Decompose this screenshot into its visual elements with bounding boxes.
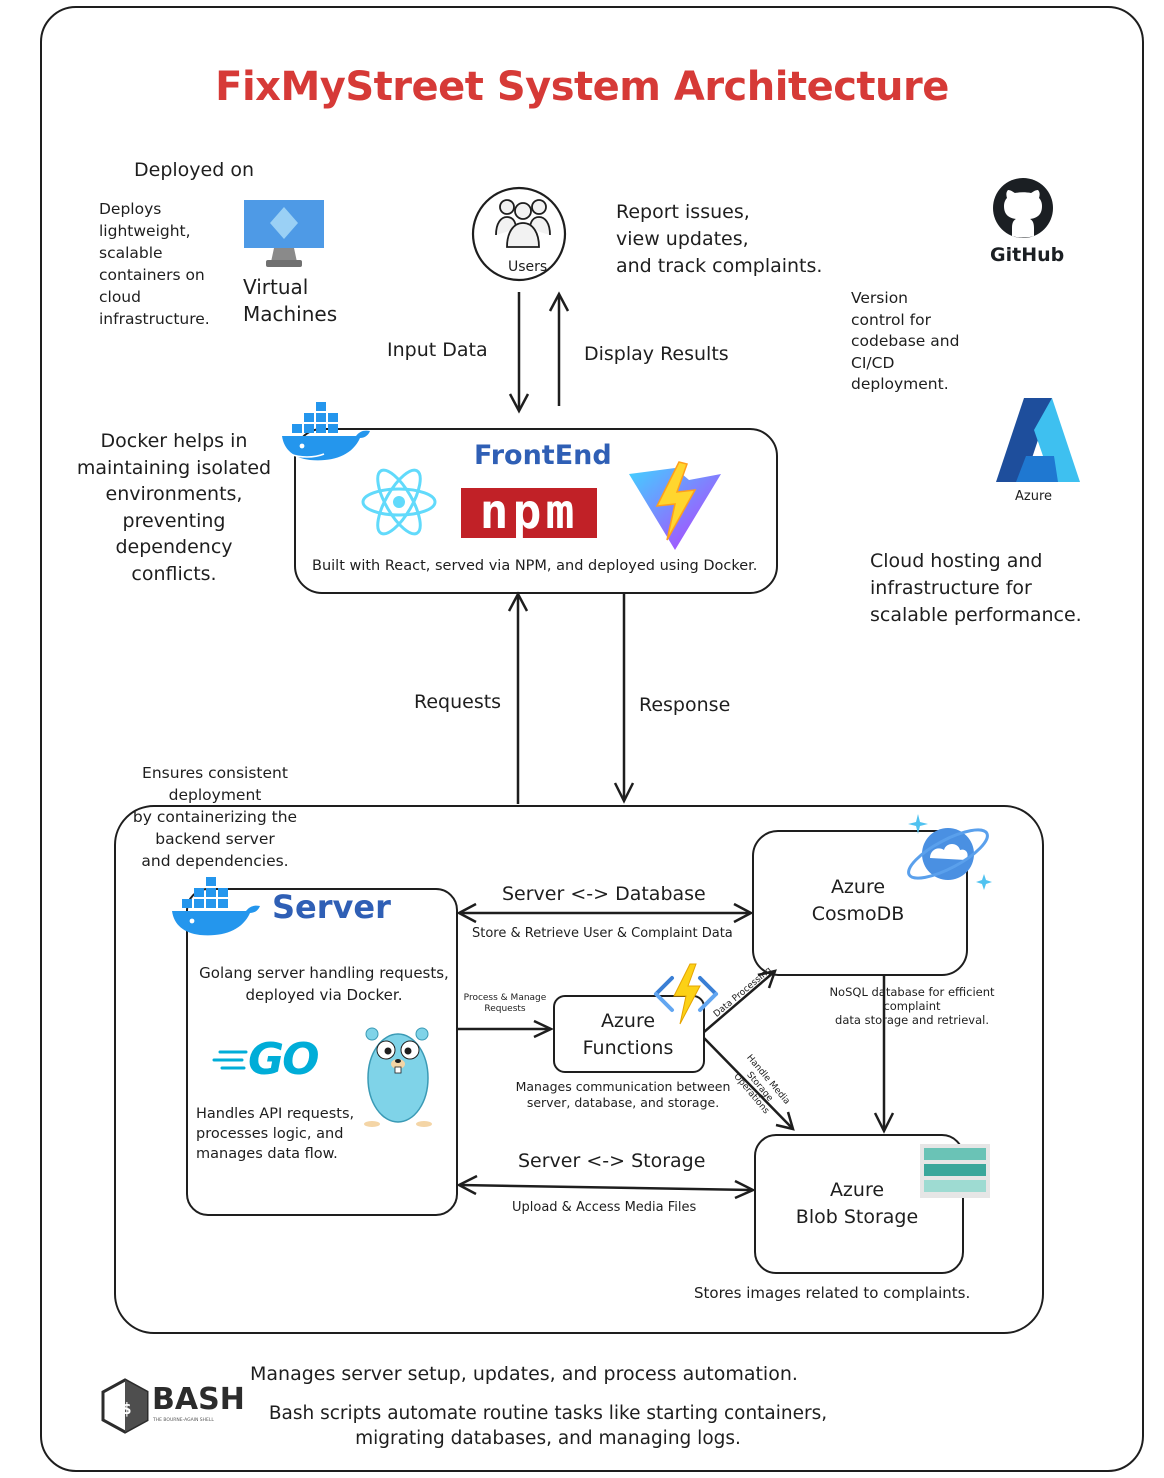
azure-logo-icon (996, 398, 1080, 482)
go-speed-lines-icon (212, 1050, 248, 1070)
blob-title: Azure Blob Storage (795, 1179, 919, 1228)
virtual-machine-icon (244, 200, 324, 267)
blob-box (754, 1134, 964, 1274)
users-label: Users (508, 259, 548, 275)
gopher-icon (364, 1027, 432, 1127)
display-results-label: Display Results (584, 343, 729, 365)
server-api-description: Handles API requests, processes logic, a… (196, 1106, 355, 1162)
docker-icon (282, 402, 370, 461)
frontend-caption: Built with React, served via NPM, and de… (312, 558, 758, 574)
input-data-label: Input Data (387, 339, 488, 361)
react-icon (361, 468, 437, 536)
server-storage-arrow (456, 1174, 756, 1200)
functions-box (553, 995, 705, 1073)
go-logo: GO (212, 1034, 326, 1085)
bash-logo: $ BASH THE BOURNE-AGAIN SHELL (100, 1378, 245, 1434)
page-title: FixMyStreet System Architecture (215, 64, 949, 110)
blob-description: Stores images related to complaints. (694, 1284, 971, 1302)
go-logo-text: GO (248, 1034, 320, 1085)
bash-logo-subtext: THE BOURNE-AGAIN SHELL (153, 1418, 214, 1423)
cosmos-description: NoSQL database for efficient complaint d… (829, 985, 995, 1027)
functions-description: Manages communication between server, da… (515, 1079, 731, 1110)
server-db-sublabel: Store & Retrieve User & Complaint Data (472, 926, 733, 941)
server-functions-arrow (458, 1019, 554, 1039)
response-arrow (613, 594, 635, 804)
frontend-box (294, 428, 778, 594)
server-db-label: Server <-> Database (502, 883, 706, 905)
functions-blob-arrow (703, 1037, 795, 1131)
azure-note: Cloud hosting and infrastructure for sca… (870, 550, 1082, 626)
server-storage-label: Server <-> Storage (518, 1150, 706, 1172)
server-docker-icon (172, 877, 260, 936)
backend-note: Ensures consistent deployment by contain… (132, 764, 298, 870)
server-title: Server (272, 888, 391, 926)
users-icon (495, 199, 551, 248)
cosmos-db-icon (907, 814, 992, 890)
deploy-description: Deploys lightweight, scalable containers… (99, 200, 210, 328)
frontend-title: FrontEnd (474, 440, 612, 471)
input-data-arrow (508, 292, 530, 414)
vite-icon (629, 461, 721, 550)
svg-text:$: $ (122, 1399, 132, 1418)
display-results-arrow (548, 291, 570, 406)
functions-title: Azure Functions (582, 1010, 674, 1059)
bash-logo-text: BASH (152, 1382, 245, 1417)
vm-label: Virtual Machines (243, 275, 338, 326)
github-icon (993, 178, 1053, 238)
cosmos-box (752, 830, 968, 976)
backend-box (114, 805, 1044, 1334)
server-box (186, 888, 458, 1216)
users-note: Report issues, view updates, and track c… (616, 201, 823, 277)
cosmos-title: Azure CosmoDB (811, 876, 905, 925)
server-db-arrow (456, 902, 754, 924)
npm-logo: npm (461, 484, 597, 540)
github-logo-text: GitHub (990, 244, 1065, 266)
response-label: Response (639, 694, 731, 716)
server-storage-sublabel: Upload & Access Media Files (512, 1200, 697, 1215)
npm-logo-text: npm (479, 484, 579, 540)
bash-hexagon-icon: $ (101, 1378, 149, 1434)
cosmos-blob-arrow (873, 974, 895, 1134)
requests-arrow (507, 591, 529, 804)
docker-note: Docker helps in maintaining isolated env… (76, 430, 272, 585)
blob-storage-icon (920, 1144, 990, 1198)
bash-line-1: Manages server setup, updates, and proce… (250, 1363, 798, 1385)
requests-label: Requests (414, 691, 502, 713)
azure-functions-icon (654, 963, 718, 1025)
server-description: Golang server handling requests, deploye… (199, 964, 449, 1004)
bash-line-2: Bash scripts automate routine tasks like… (268, 1403, 828, 1449)
github-note: Version control for codebase and CI/CD d… (851, 289, 960, 393)
outer-frame (40, 6, 1144, 1472)
azure-logo-text: Azure (1015, 489, 1053, 504)
deploy-heading: Deployed on (134, 159, 254, 181)
process-manage-label: Process & Manage Requests (463, 993, 547, 1014)
